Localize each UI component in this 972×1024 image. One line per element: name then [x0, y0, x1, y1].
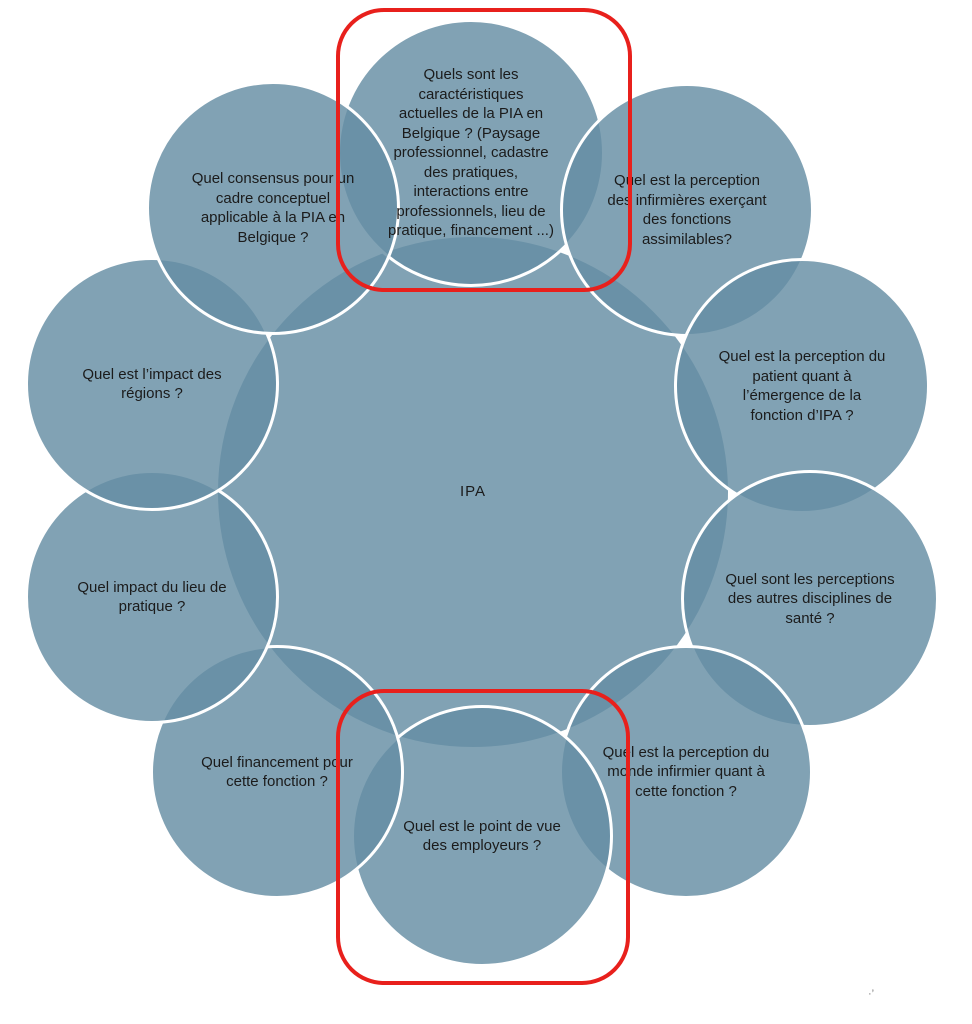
circle-cadre-conceptuel: Quel consensus pour un cadre conceptuel … — [146, 81, 400, 335]
circle-impact-lieu-de-pratique-label: Quel impact du lieu de pratique ? — [77, 578, 227, 616]
circle-financement-fonction-label: Quel financement pour cette fonction ? — [201, 753, 353, 791]
center-label: IPA — [459, 483, 487, 501]
circle-impact-lieu-de-pratique: Quel impact du lieu de pratique ? — [25, 470, 279, 724]
circle-impact-regions-label: Quel est l’impact des régions ? — [82, 365, 222, 403]
circle-perception-patient-label: Quel est la perception du patient quant … — [718, 348, 886, 424]
circle-caracteristiques-actuelles-label: Quels sont les caractéristiques actuelle… — [388, 66, 554, 240]
stray-mark: ·’ — [868, 988, 875, 1000]
circle-perceptions-autres-disciplines-label: Quel sont les perceptions des autres dis… — [725, 570, 895, 627]
circle-perception-monde-infirmier-label: Quel est la perception du monde infirmie… — [602, 743, 770, 800]
circle-point-de-vue-employeurs-label: Quel est le point de vue des employeurs … — [403, 817, 561, 855]
circle-cadre-conceptuel-label: Quel consensus pour un cadre conceptuel … — [191, 170, 355, 246]
circle-perception-infirmieres-assimilables-label: Quel est la perception des infirmières e… — [607, 172, 767, 248]
